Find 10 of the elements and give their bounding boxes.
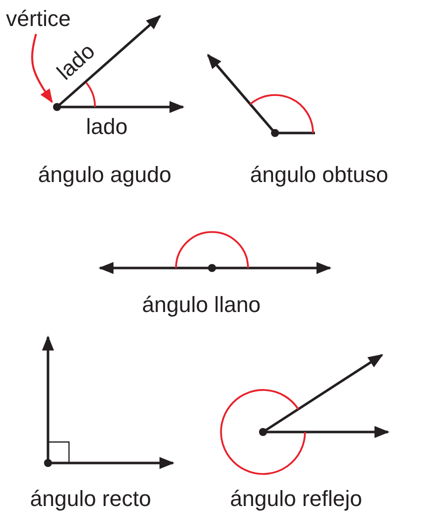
vertex-dot <box>53 103 61 111</box>
angle-caption: ángulo obtuso <box>250 164 388 186</box>
angle-caption: ángulo recto <box>30 488 152 510</box>
side-label: lado <box>53 40 99 84</box>
side-label: lado <box>86 116 128 138</box>
angle-caption: ángulo llano <box>142 294 261 316</box>
angle-caption: ángulo reflejo <box>230 488 362 510</box>
vertex-label: vértice <box>6 8 71 30</box>
leader-arrow <box>31 34 53 104</box>
angle-caption: ángulo agudo <box>38 164 172 186</box>
